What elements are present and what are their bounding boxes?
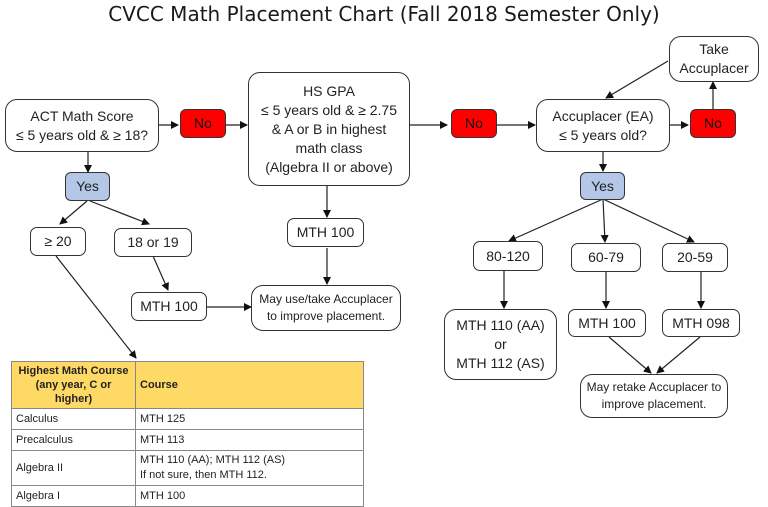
act-mth100-node: MTH 100 xyxy=(131,292,207,321)
table-row: Precalculus MTH 113 xyxy=(11,429,364,451)
accuplacer-node: Accuplacer (EA) ≤ 5 years old? xyxy=(536,99,670,152)
act-yes-node: Yes xyxy=(65,172,110,201)
acc-mth098-node: MTH 098 xyxy=(662,309,740,337)
arrow-mth098-to-retake xyxy=(656,336,701,374)
gpa-mth100-node: MTH 100 xyxy=(287,218,364,247)
act-ge20-node: ≥ 20 xyxy=(30,227,86,256)
table-cell-highest-course: Algebra II xyxy=(11,450,136,486)
arrow-1819-to-mth100 xyxy=(152,255,169,291)
table-cell-course: MTH 110 (AA); MTH 112 (AS) If not sure, … xyxy=(135,450,364,486)
table-header-highest-math-course: Highest Math Course (any year, C or high… xyxy=(11,361,136,409)
table-cell-highest-course: Algebra I xyxy=(11,485,136,507)
hs-gpa-node: HS GPA ≤ 5 years old & ≥ 2.75 & A or B i… xyxy=(248,72,410,186)
table-row: Algebra II MTH 110 (AA); MTH 112 (AS) If… xyxy=(11,450,364,486)
gpa-no-node: No xyxy=(451,109,497,138)
table-cell-highest-course: Precalculus xyxy=(11,429,136,451)
table-cell-course: MTH 113 xyxy=(135,429,364,451)
table-header-course: Course xyxy=(135,361,364,409)
acc-no-node: No xyxy=(690,109,736,138)
table-row: Calculus MTH 125 xyxy=(11,408,364,430)
act-18-or-19-node: 18 or 19 xyxy=(114,228,192,257)
act-no-node: No xyxy=(180,109,226,138)
arrow-yes-to-60 xyxy=(600,198,609,243)
mth110-or-mth112-node: MTH 110 (AA) or MTH 112 (AS) xyxy=(444,309,557,380)
take-accuplacer-node: Take Accuplacer xyxy=(669,36,759,82)
arrow-yes-to-1819 xyxy=(89,200,150,226)
may-retake-accuplacer-node: May retake Accuplacer to improve placeme… xyxy=(580,374,728,418)
range-60-79-node: 60-79 xyxy=(571,243,641,272)
acc-yes-node: Yes xyxy=(580,172,625,200)
table-row: Algebra I MTH 100 xyxy=(11,485,364,507)
table-cell-course: MTH 100 xyxy=(135,485,364,507)
table-cell-highest-course: Calculus xyxy=(11,408,136,430)
range-20-59-node: 20-59 xyxy=(662,243,728,272)
arrow-yes-to-ge20 xyxy=(59,200,88,225)
highest-math-course-table: Highest Math Course (any year, C or high… xyxy=(11,361,364,507)
range-80-120-node: 80-120 xyxy=(473,241,543,271)
may-use-accuplacer-node: May use/take Accuplacer to improve place… xyxy=(251,285,401,331)
arrow-mth100-to-retake xyxy=(608,336,652,374)
arrow-ge20-to-table xyxy=(55,255,137,359)
chart-title: CVCC Math Placement Chart (Fall 2018 Sem… xyxy=(108,2,660,26)
table-cell-course: MTH 125 xyxy=(135,408,364,430)
arrow-yes-to-80 xyxy=(508,198,604,242)
table-header-row: Highest Math Course (any year, C or high… xyxy=(11,361,364,409)
act-math-score-node: ACT Math Score ≤ 5 years old & ≥ 18? xyxy=(5,99,159,152)
arrow-take-to-acc xyxy=(605,60,669,99)
acc-mth100-node: MTH 100 xyxy=(568,309,646,337)
arrow-yes-to-20 xyxy=(602,198,695,243)
